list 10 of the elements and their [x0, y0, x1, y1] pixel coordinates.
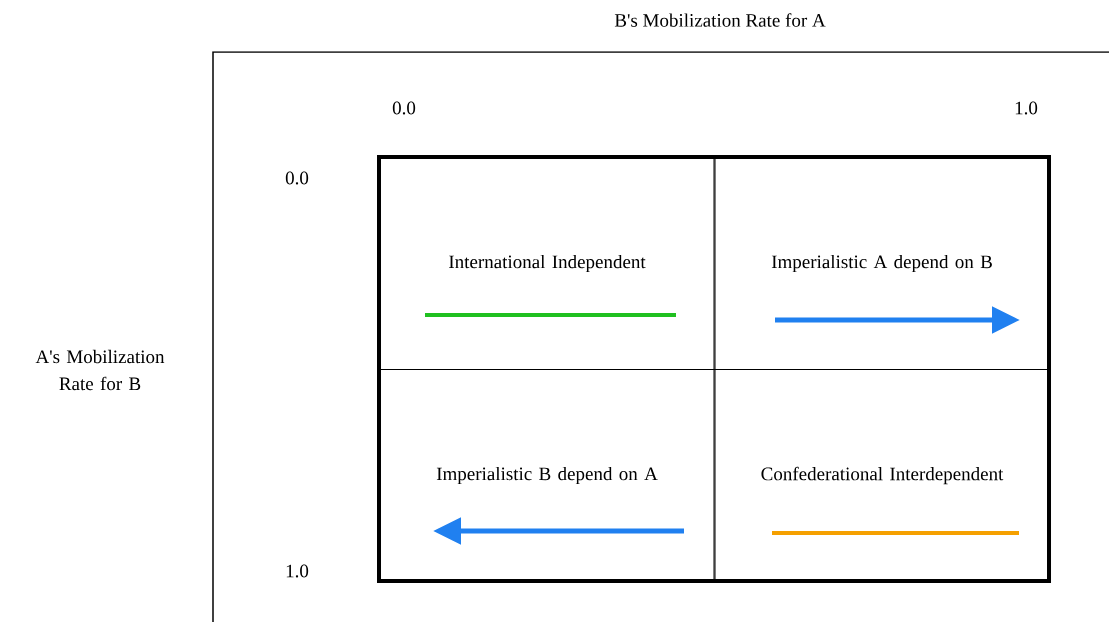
- quadrant-cell: Imperialistic B depend on A: [378, 369, 716, 582]
- quadrant-cell: International Independent: [378, 157, 716, 370]
- axis-label: A's Mobilization Rate for B: [35, 349, 165, 391]
- tick-label: 1.0: [286, 564, 309, 578]
- quadrant-cell: Imperialistic A depend on B: [713, 157, 1051, 370]
- tick-label: 1.0: [1015, 101, 1038, 115]
- quadrant-cell: Confederational Interdependent: [713, 369, 1051, 582]
- axis-label: B's Mobilization Rate for A: [614, 13, 826, 27]
- tick-label: 0.0: [285, 171, 309, 185]
- tick-label: 0.0: [392, 101, 416, 115]
